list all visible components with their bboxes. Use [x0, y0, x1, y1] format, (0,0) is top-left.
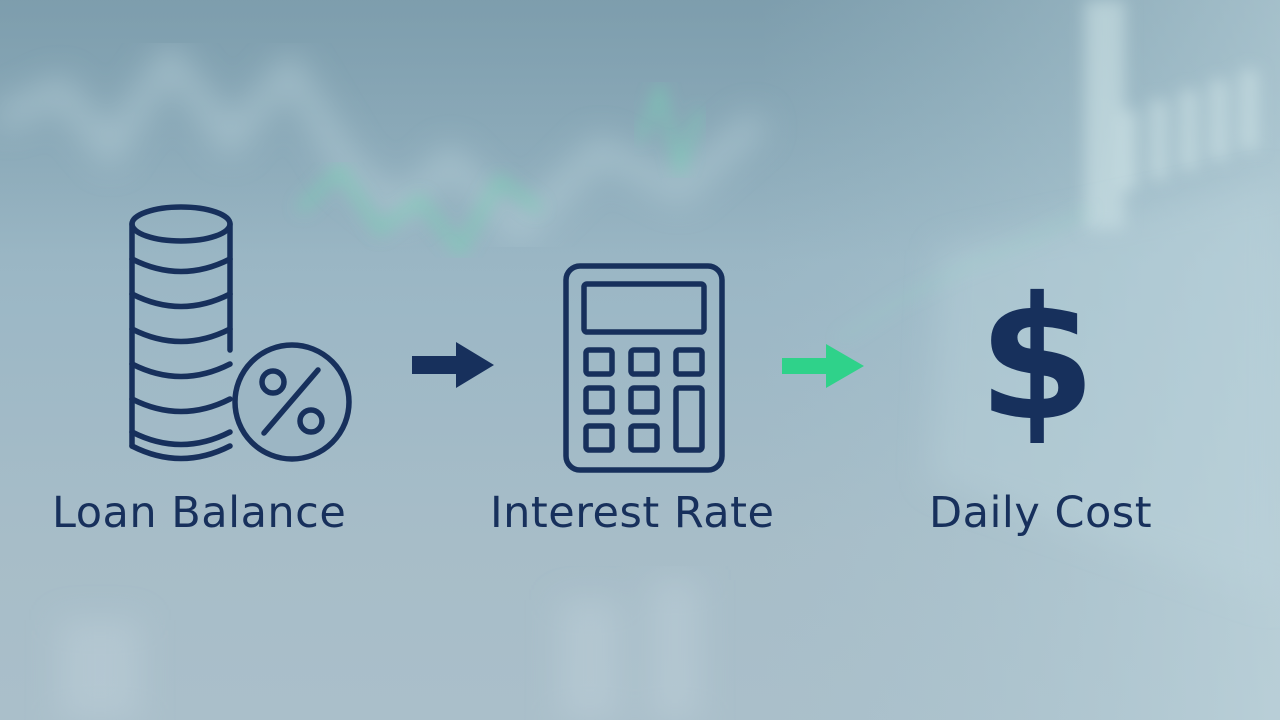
- calculator-icon: [563, 263, 725, 473]
- dollar-sign-icon: $: [977, 261, 1097, 459]
- step-label-daily-cost: Daily Cost: [929, 488, 1153, 538]
- step-label-loan-balance: Loan Balance: [52, 488, 347, 538]
- arrow-right-icon: [782, 344, 864, 388]
- coin-stack-percent-icon: [129, 204, 352, 462]
- step-label-interest-rate: Interest Rate: [490, 488, 775, 538]
- arrow-right-icon: [412, 342, 494, 388]
